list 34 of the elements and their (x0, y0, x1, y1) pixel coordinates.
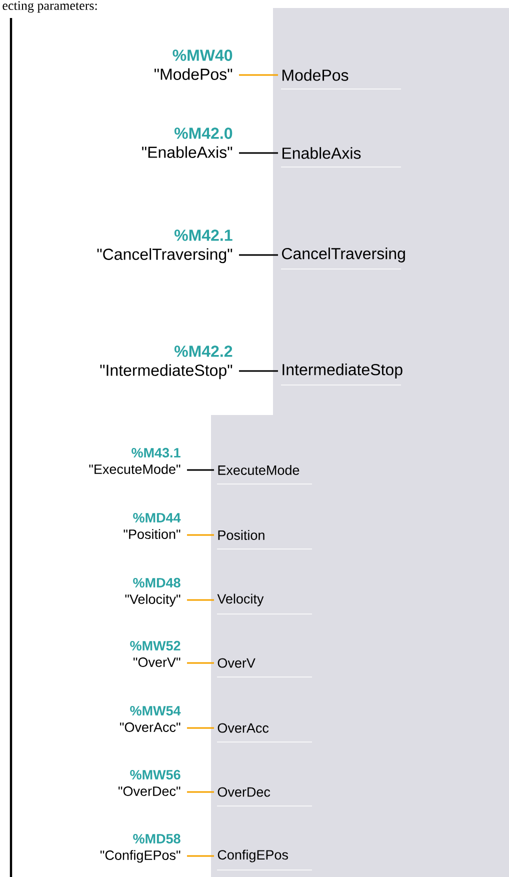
connector-line (239, 152, 278, 154)
connector-line (187, 855, 214, 857)
tag-label: %MW52 "OverV" (130, 640, 180, 667)
tag-label: %MW56 "OverDec" (118, 770, 180, 796)
parameter-name: ModePos (282, 69, 348, 81)
parameter-name: EnableAxis (282, 147, 361, 159)
parameter-name: ConfigEPos (218, 850, 288, 862)
parameter-name: OverAcc (218, 723, 269, 733)
connector-line (187, 469, 214, 471)
connector-line (239, 74, 278, 76)
parameter-name: OverDec (218, 787, 270, 797)
parameter-name: ExecuteMode (218, 465, 300, 475)
caption-text: ecting parameters: (2, 1, 97, 13)
tag-label: %MW54 "OverAcc" (120, 706, 181, 732)
tag-label: %MD58 "ConfigEPos" (100, 834, 180, 863)
parameter-name: OverV (218, 658, 256, 668)
parameter-name: Position (218, 530, 264, 540)
connector-line (187, 727, 214, 729)
connector-line (187, 599, 214, 601)
tag-label: %MD48 "Velocity" (125, 578, 180, 607)
tag-label: %M42.2 "IntermediateStop" (100, 346, 232, 380)
tag-label: %M42.0 "EnableAxis" (142, 128, 232, 158)
connector-line (187, 534, 214, 536)
parameter-name: CancelTraversing (282, 248, 405, 262)
connector-line (239, 370, 278, 372)
tag-label: %MW40 "ModePos" (154, 50, 232, 80)
connector-line (187, 662, 214, 664)
tag-label: %M42.1 "CancelTraversing" (97, 230, 232, 264)
tag-label: %MD44 "Position" (124, 512, 181, 539)
tag-label: %M43.1 "ExecuteMode" (89, 448, 180, 474)
parameter-name: Velocity (217, 594, 264, 606)
parameter-name: IntermediateStop (282, 364, 402, 378)
connector-line (187, 791, 214, 793)
connector-line (239, 254, 278, 256)
